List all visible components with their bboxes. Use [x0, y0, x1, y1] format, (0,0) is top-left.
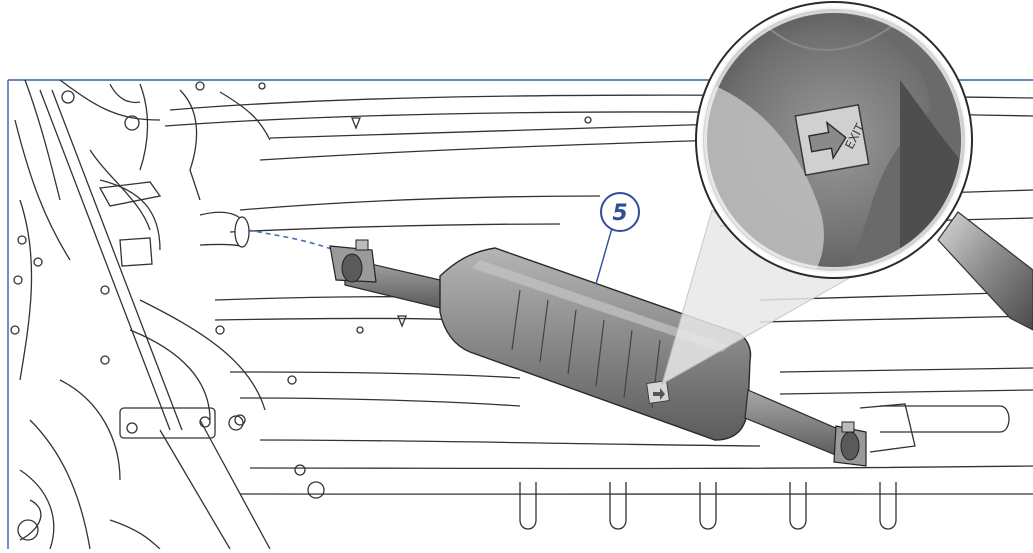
- callout-circle: [600, 192, 640, 232]
- front-clamp: [329, 239, 377, 283]
- rear-pipe: [744, 389, 846, 459]
- callout-leader-line: [595, 227, 613, 285]
- exit-plate-magnified: [794, 104, 870, 176]
- callout-number: 5: [612, 201, 627, 226]
- connection-leader-line: [247, 229, 346, 255]
- exit-arrow-mini-icon: [653, 388, 665, 400]
- muffler-assembly: [329, 239, 867, 467]
- magnifier-lens: [695, 1, 973, 279]
- underbody-line-art: [10, 80, 1033, 549]
- magnifier-handle: [937, 211, 1033, 331]
- exit-arrow-icon: [808, 120, 847, 161]
- rear-clamp: [833, 421, 867, 467]
